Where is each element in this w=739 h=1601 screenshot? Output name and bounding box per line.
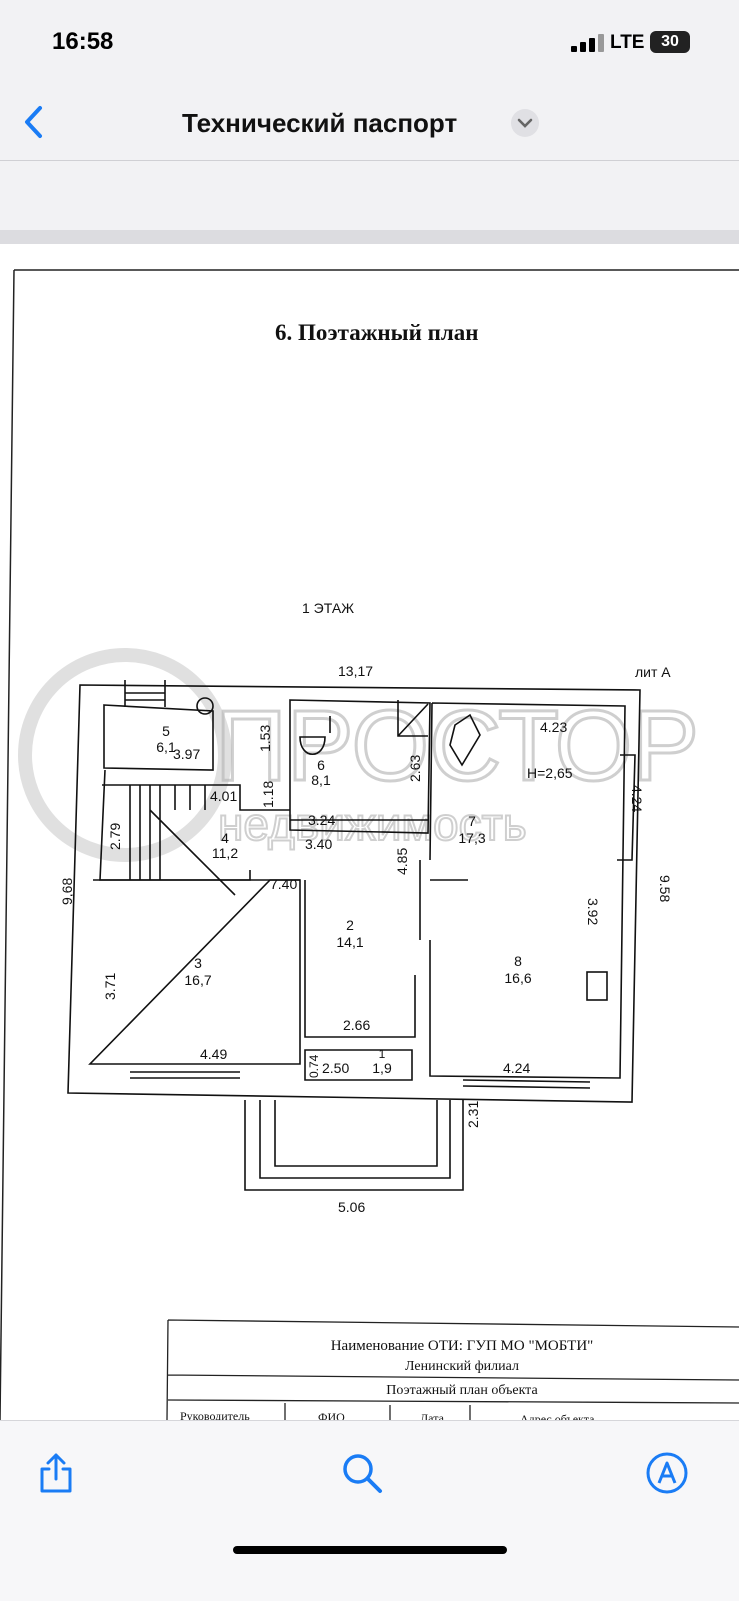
stamp-doc: Поэтажный план объекта [386,1383,538,1398]
dim-label: 2.66 [343,1017,370,1033]
floor-label: 1 ЭТАЖ [302,600,354,616]
room-area: 16,7 [184,972,211,988]
room-area: 8,1 [311,772,331,788]
dim-label: 4.49 [200,1046,227,1062]
dim-label: 2.31 [465,1101,481,1128]
watermark-logo [18,648,232,862]
stamp-column: Руководитель [180,1409,250,1420]
room-number: 4 [221,830,229,846]
markup-icon[interactable] [645,1451,689,1495]
plan-walls [67,680,641,1191]
stamp-branch: Ленинский филиал [405,1359,519,1374]
floor-plan: 6. Поэтажный план 1 ЭТАЖ лит А ПРОСТОР н… [0,269,739,1420]
stamp-org: Наименование ОТИ: ГУП МО "МОБТИ" [331,1338,594,1354]
room-area: 6,1 [156,739,176,755]
document-title[interactable]: Технический паспорт [182,108,458,138]
signal-icon [571,34,604,52]
room-area: 11,2 [212,845,238,861]
clock: 16:58 [52,28,114,55]
dim-label: 3.97 [173,746,200,762]
room-area: 1,9 [372,1060,392,1076]
network-type: LTE [610,32,645,53]
plan-heading: 6. Поэтажный план [275,320,479,345]
search-icon[interactable] [340,1451,384,1495]
dim-label: 5.06 [338,1199,365,1215]
battery-icon: 30 [650,31,690,53]
dim-label: 9.58 [657,875,673,902]
home-indicator[interactable] [233,1546,507,1554]
room-area: 14,1 [336,934,363,950]
stamp-column: Дата [420,1411,445,1420]
dim-label: 3.92 [585,898,601,925]
dim-label: 2.63 [407,755,423,782]
dim-label: 9,68 [59,878,75,905]
dim-label: 4.85 [394,848,410,875]
room-number: 8 [514,953,522,969]
page-separator [0,230,739,244]
room-number: 7 [468,813,476,829]
dim-label: 7.40 [270,876,297,892]
room-labels: 1 1,9 2 14,1 3 16,7 4 11,2 5 6,1 6 8,1 7… [156,723,532,1076]
dim-top: 13,17 [338,663,373,679]
dim-label: 1.18 [260,781,276,808]
room-number: 5 [162,723,170,739]
room-number: 2 [346,917,354,933]
dim-label: 2.50 [322,1060,349,1076]
dim-label: 0.74 [307,1054,321,1078]
stamp-column: ФИО [318,1410,345,1420]
dim-label: 4.01 [210,788,237,804]
chevron-down-icon[interactable] [511,109,539,137]
dim-label: H=2,65 [527,765,573,781]
room-number: 6 [317,757,325,773]
dim-label: 4.23 [540,719,567,735]
dim-label: 3.24 [308,812,335,828]
dim-label: 4.24 [629,785,645,812]
back-chevron-icon[interactable] [20,104,50,140]
dim-label: 2.79 [107,823,123,850]
room-number: 3 [194,955,202,971]
dim-label: 4.24 [503,1060,530,1076]
watermark-sub: недвижимость [218,798,527,850]
watermark-main: ПРОСТОР [215,690,699,802]
status-bar: 16:58 LTE 30 [0,0,739,80]
dim-label: 3.71 [102,973,118,1000]
stamp-column: Адрес объекта [520,1412,595,1420]
room-area: 16,6 [504,970,531,986]
lit-label: лит А [635,664,671,680]
room-number: 1 [379,1047,386,1061]
share-icon[interactable] [34,1451,78,1495]
navigation-bar: Технический паспорт [0,80,739,161]
dimension-labels: 13,17 3.97 1.53 2.63 4.01 1.18 3.24 3.40… [59,663,673,1215]
bottom-toolbar [0,1420,739,1601]
room-area: 17,3 [458,830,485,846]
title-block: Наименование ОТИ: ГУП МО "МОБТИ" Ленинск… [166,1319,739,1420]
dim-label: 1.53 [257,725,273,752]
dim-label: 3.40 [305,836,332,852]
